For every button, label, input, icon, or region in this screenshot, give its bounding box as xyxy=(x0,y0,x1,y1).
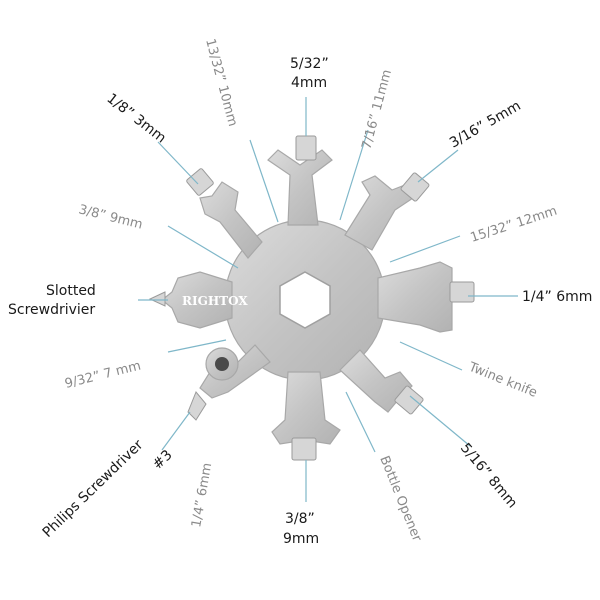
tip-upper-left xyxy=(186,168,214,196)
label-3-8-left: 3/8” 9mm xyxy=(77,202,144,232)
leader-7-16 xyxy=(339,129,369,221)
tool-arm-right xyxy=(377,261,453,333)
leader-3-16 xyxy=(417,149,459,183)
leader-15-32 xyxy=(389,235,461,263)
tip-bottom xyxy=(291,437,317,461)
label-philips-line1: Philips Screwdriver xyxy=(40,437,147,541)
leader-9-32 xyxy=(167,339,227,353)
label-7-16: 7/16” 11mm xyxy=(359,68,395,151)
hex-hole xyxy=(279,271,331,329)
label-slotted-line2: Screwdrivier xyxy=(8,302,95,318)
label-5-32-line2: 4mm xyxy=(291,75,327,91)
label-twine: Twine knife xyxy=(466,359,540,400)
tip-philips xyxy=(187,391,207,421)
leader-philips xyxy=(161,411,191,451)
label-philips-line2: #3 xyxy=(150,447,176,473)
tool-arm-upper-right xyxy=(344,175,417,251)
label-bottle: Bottle Opener xyxy=(376,454,424,544)
leader-5-16 xyxy=(409,395,471,447)
tool-tips xyxy=(148,135,475,461)
label-3-8-bottom-line1: 3/8” xyxy=(285,511,315,527)
tool-arm-bottom xyxy=(271,371,341,445)
label-1-8: 1/8” 3mm xyxy=(104,91,169,147)
tool-arm-left xyxy=(161,271,233,329)
label-3-16: 3/16” 5mm xyxy=(447,98,524,152)
leader-13-32 xyxy=(249,139,279,223)
tip-slotted xyxy=(148,291,166,307)
label-15-32: 15/32” 12mm xyxy=(469,204,559,246)
tip-right xyxy=(449,281,475,303)
label-1-4-bottom: 1/4” 6mm xyxy=(189,462,215,529)
label-9-32: 9/32” 7 mm xyxy=(63,359,142,392)
tool-arm-upper-left xyxy=(199,181,263,259)
label-13-32: 13/32” 10mm xyxy=(202,37,240,128)
brand-logo-text: RIGHTOX xyxy=(182,294,248,308)
label-3-8-bottom-line2: 9mm xyxy=(283,531,319,547)
leader-1-8 xyxy=(157,141,199,185)
tool-arm-top xyxy=(267,149,333,226)
snowflake-multitool xyxy=(161,149,453,445)
leader-3-8 xyxy=(167,225,239,269)
leader-lines xyxy=(138,97,518,502)
label-5-16: 5/16” 8mm xyxy=(457,440,520,511)
label-slotted-line1: Slotted xyxy=(46,283,96,299)
tip-lower-right xyxy=(394,385,424,415)
leader-twine xyxy=(399,341,463,371)
label-1-4-right: 1/4” 6mm xyxy=(522,289,592,305)
tip-top xyxy=(295,135,317,161)
label-5-32-line1: 5/32” xyxy=(290,56,329,72)
key-ring-hole xyxy=(215,357,229,371)
leader-bottle xyxy=(345,391,376,453)
